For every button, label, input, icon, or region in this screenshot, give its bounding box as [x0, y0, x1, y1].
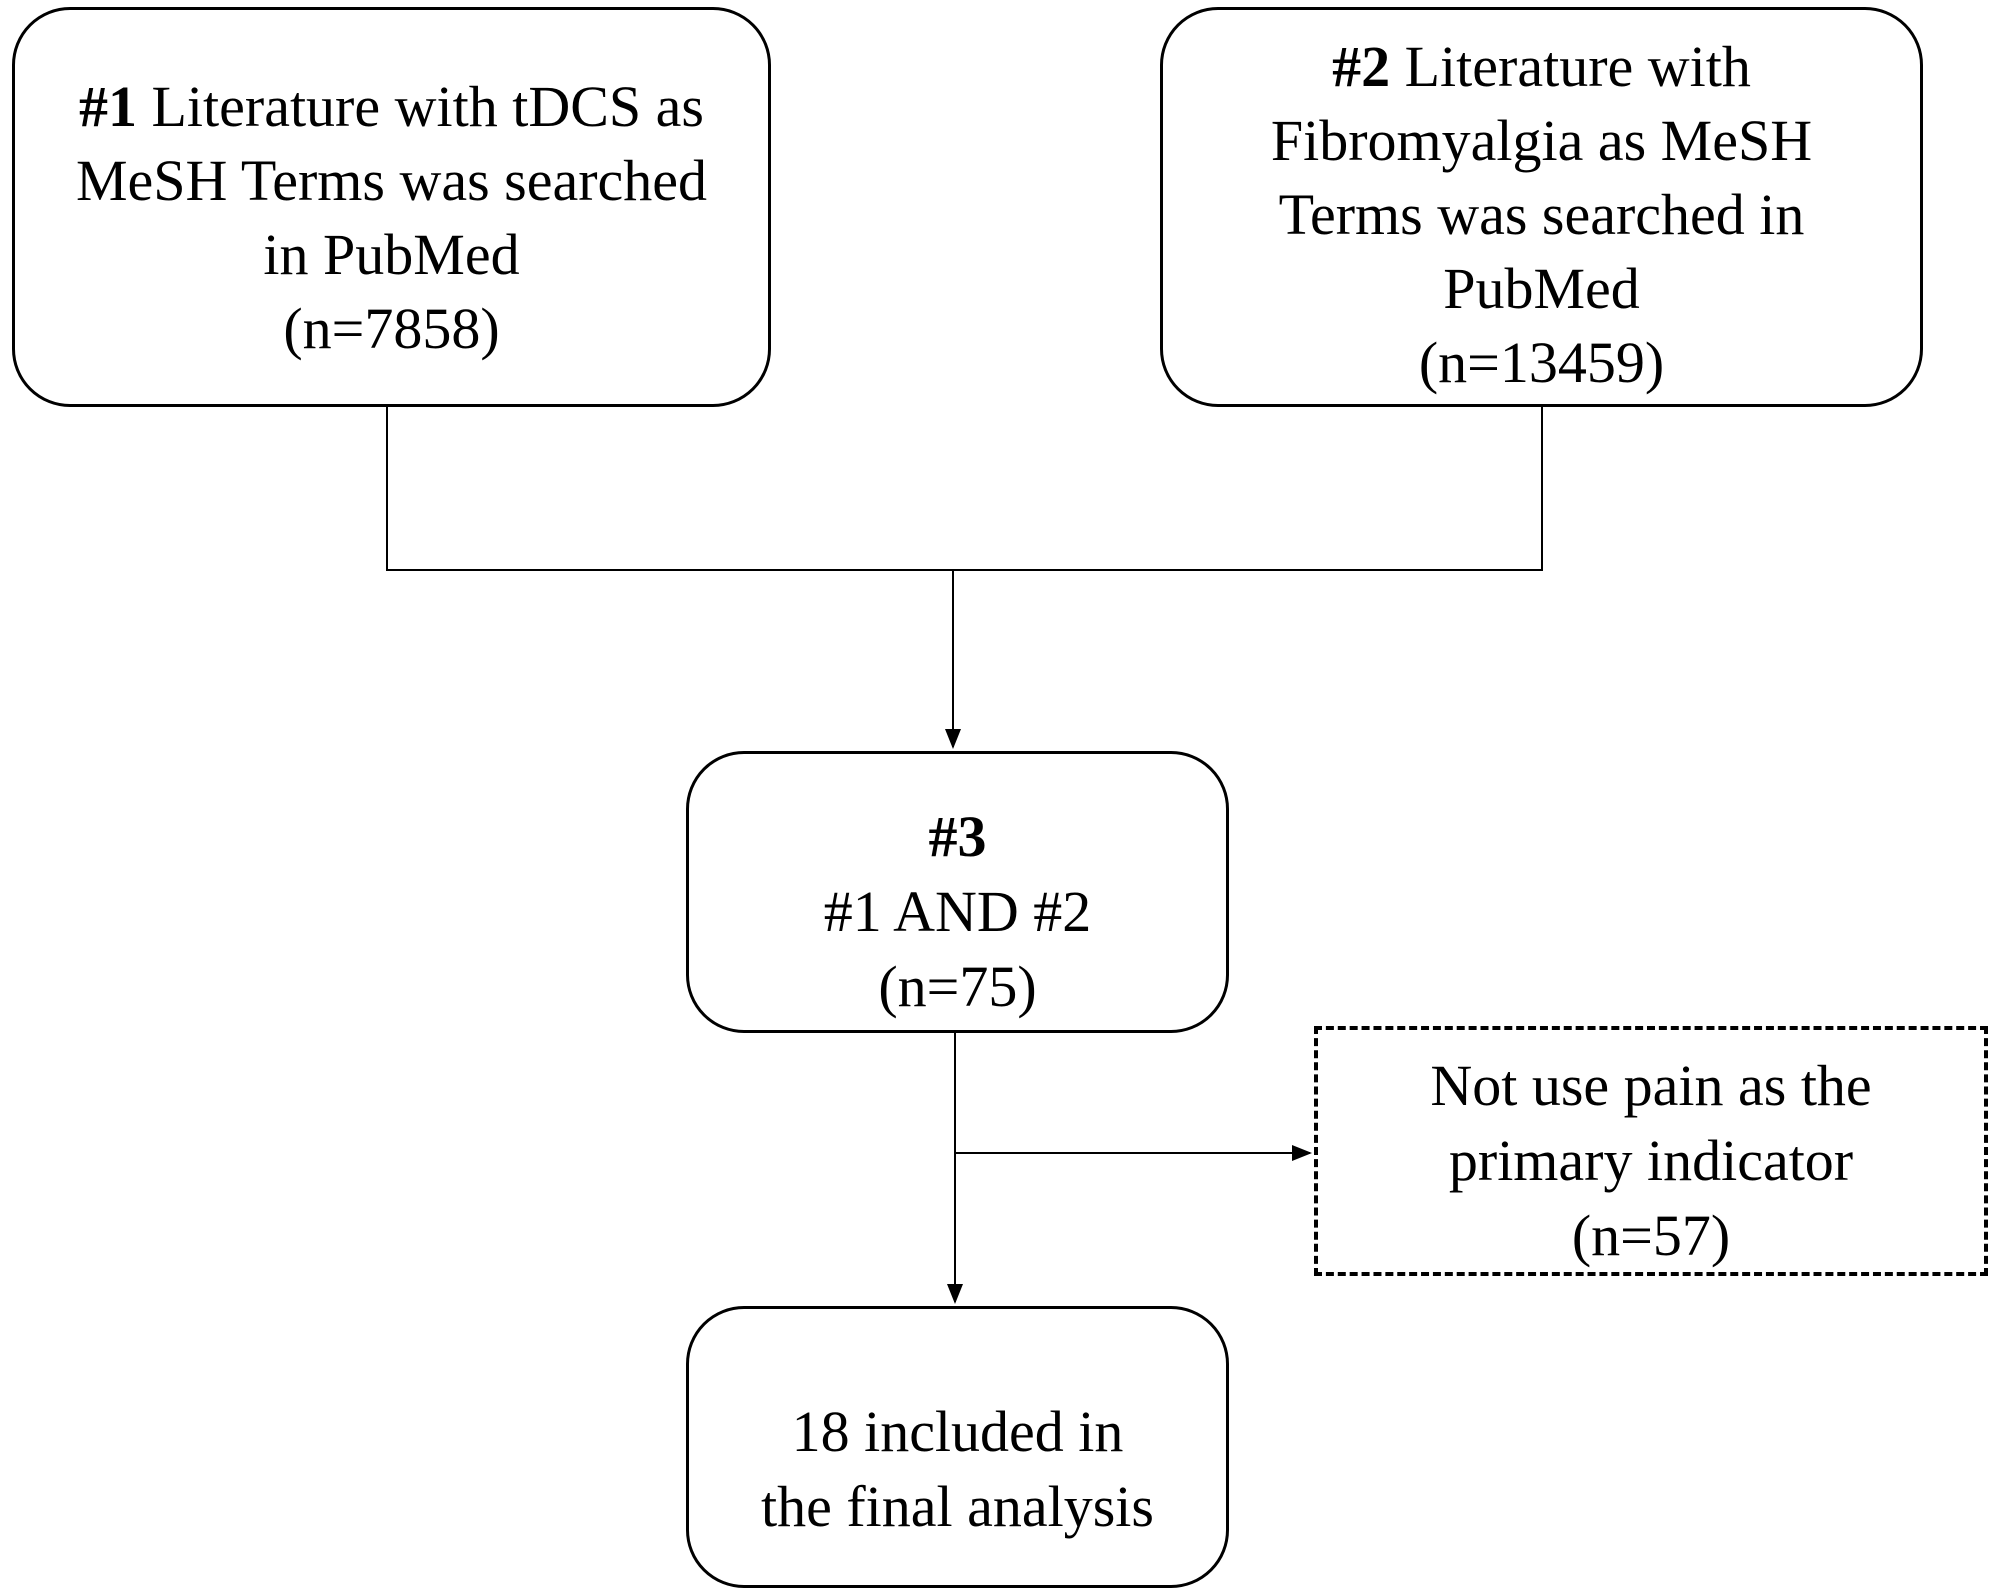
final-included-box: 18 included in the final analysis [686, 1306, 1229, 1588]
search-fibromyalgia-box: #2 Literature with Fibromyalgia as MeSH … [1160, 7, 1923, 407]
box1-line3: in PubMed [263, 222, 520, 287]
box2-line3: Terms was searched in [1278, 182, 1805, 247]
box3-query: #1 AND #2 [823, 879, 1092, 944]
box3-count: (n=75) [878, 954, 1037, 1019]
box1-line2: MeSH Terms was searched [75, 148, 708, 213]
box2-count: (n=13459) [1418, 330, 1665, 395]
box2-id-label: #2 [1332, 34, 1391, 99]
combined-search-box: #3 #1 AND #2 (n=75) [686, 751, 1229, 1033]
box1-count: (n=7858) [283, 296, 500, 361]
box2-line2: Fibromyalgia as MeSH [1270, 108, 1813, 173]
box5-line1: Not use pain as the [1430, 1053, 1872, 1118]
box1-id-label: #1 [78, 74, 137, 139]
box4-line1: 18 included in [791, 1399, 1124, 1464]
search-tdcs-box: #1 Literature with tDCS as MeSH Terms wa… [12, 7, 771, 407]
box1-title: Literature with tDCS as [136, 74, 704, 139]
box5-count: (n=57) [1571, 1203, 1731, 1268]
box2-line4: PubMed [1443, 256, 1640, 321]
box2-title: Literature with [1390, 34, 1751, 99]
exclusion-box: Not use pain as the primary indicator (n… [1314, 1026, 1988, 1276]
box4-line2: the final analysis [760, 1474, 1154, 1539]
box3-id-label: #3 [928, 804, 987, 869]
box5-line2: primary indicator [1448, 1128, 1854, 1193]
